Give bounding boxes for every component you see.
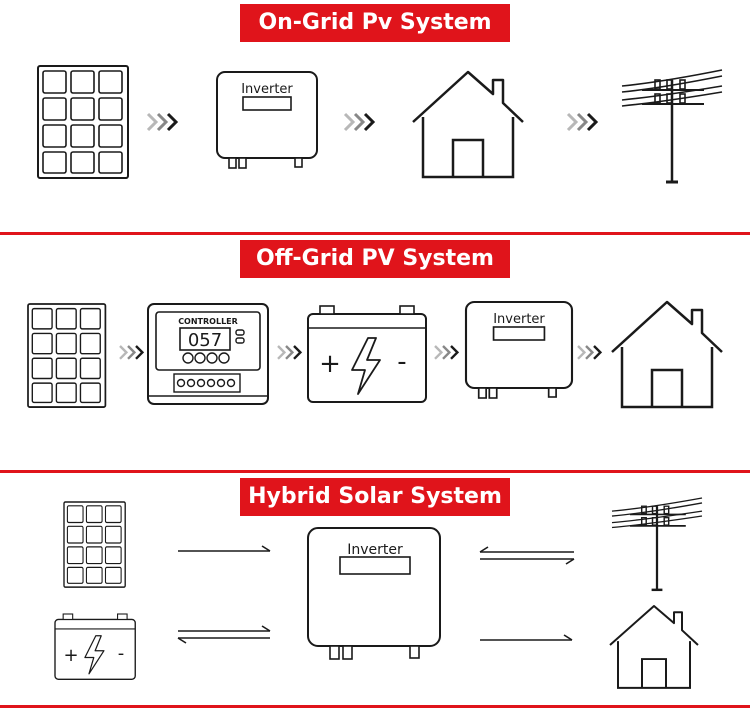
hybrid-inverter: Inverter [307, 527, 441, 660]
off-grid-inverter-label: Inverter [493, 312, 545, 327]
controller-display: 057 [188, 330, 222, 351]
off-grid-inverter: Inverter [464, 300, 574, 400]
hybrid-inverter-label: Inverter [347, 542, 403, 558]
hybrid-arrow-inverter-to-house [480, 634, 573, 641]
on-grid-title: On-Grid Pv System [240, 4, 510, 42]
hybrid-battery-plus: + [63, 645, 78, 666]
on-grid-utility-pole [620, 68, 724, 184]
charge-controller: CONTROLLER 057 [147, 303, 269, 405]
off-grid-solar-panel [27, 303, 107, 408]
off-grid-arrow-3 [433, 344, 459, 360]
on-grid-arrow-3 [566, 112, 598, 132]
on-grid-solar-panel [37, 65, 129, 179]
hybrid-solar-panel [63, 501, 126, 588]
hybrid-battery: + - [54, 613, 136, 680]
hybrid-utility-pole [610, 496, 704, 592]
hybrid-battery-minus: - [118, 643, 125, 664]
on-grid-inverter: Inverter [216, 71, 318, 169]
hybrid-arrow-panel-to-inverter [178, 545, 271, 552]
hybrid-arrow-inverter-grid [479, 546, 575, 565]
section-divider-1 [0, 232, 750, 235]
off-grid-arrow-1 [118, 344, 144, 360]
hybrid-arrow-battery-inverter [177, 625, 271, 644]
off-grid-arrow-2 [276, 344, 302, 360]
controller-label: CONTROLLER [178, 317, 238, 326]
hybrid-house [608, 604, 700, 689]
off-grid-battery-minus: - [397, 347, 406, 377]
on-grid-arrow-1 [146, 112, 178, 132]
on-grid-arrow-2 [343, 112, 375, 132]
off-grid-title: Off-Grid PV System [240, 240, 510, 278]
on-grid-house [411, 70, 525, 179]
on-grid-inverter-label: Inverter [241, 82, 293, 97]
off-grid-battery: + - [307, 305, 427, 403]
off-grid-arrow-4 [576, 344, 602, 360]
off-grid-house [610, 300, 724, 409]
off-grid-battery-plus: + [319, 349, 341, 379]
section-divider-3 [0, 705, 750, 708]
hybrid-title: Hybrid Solar System [240, 478, 510, 516]
section-divider-2 [0, 470, 750, 473]
